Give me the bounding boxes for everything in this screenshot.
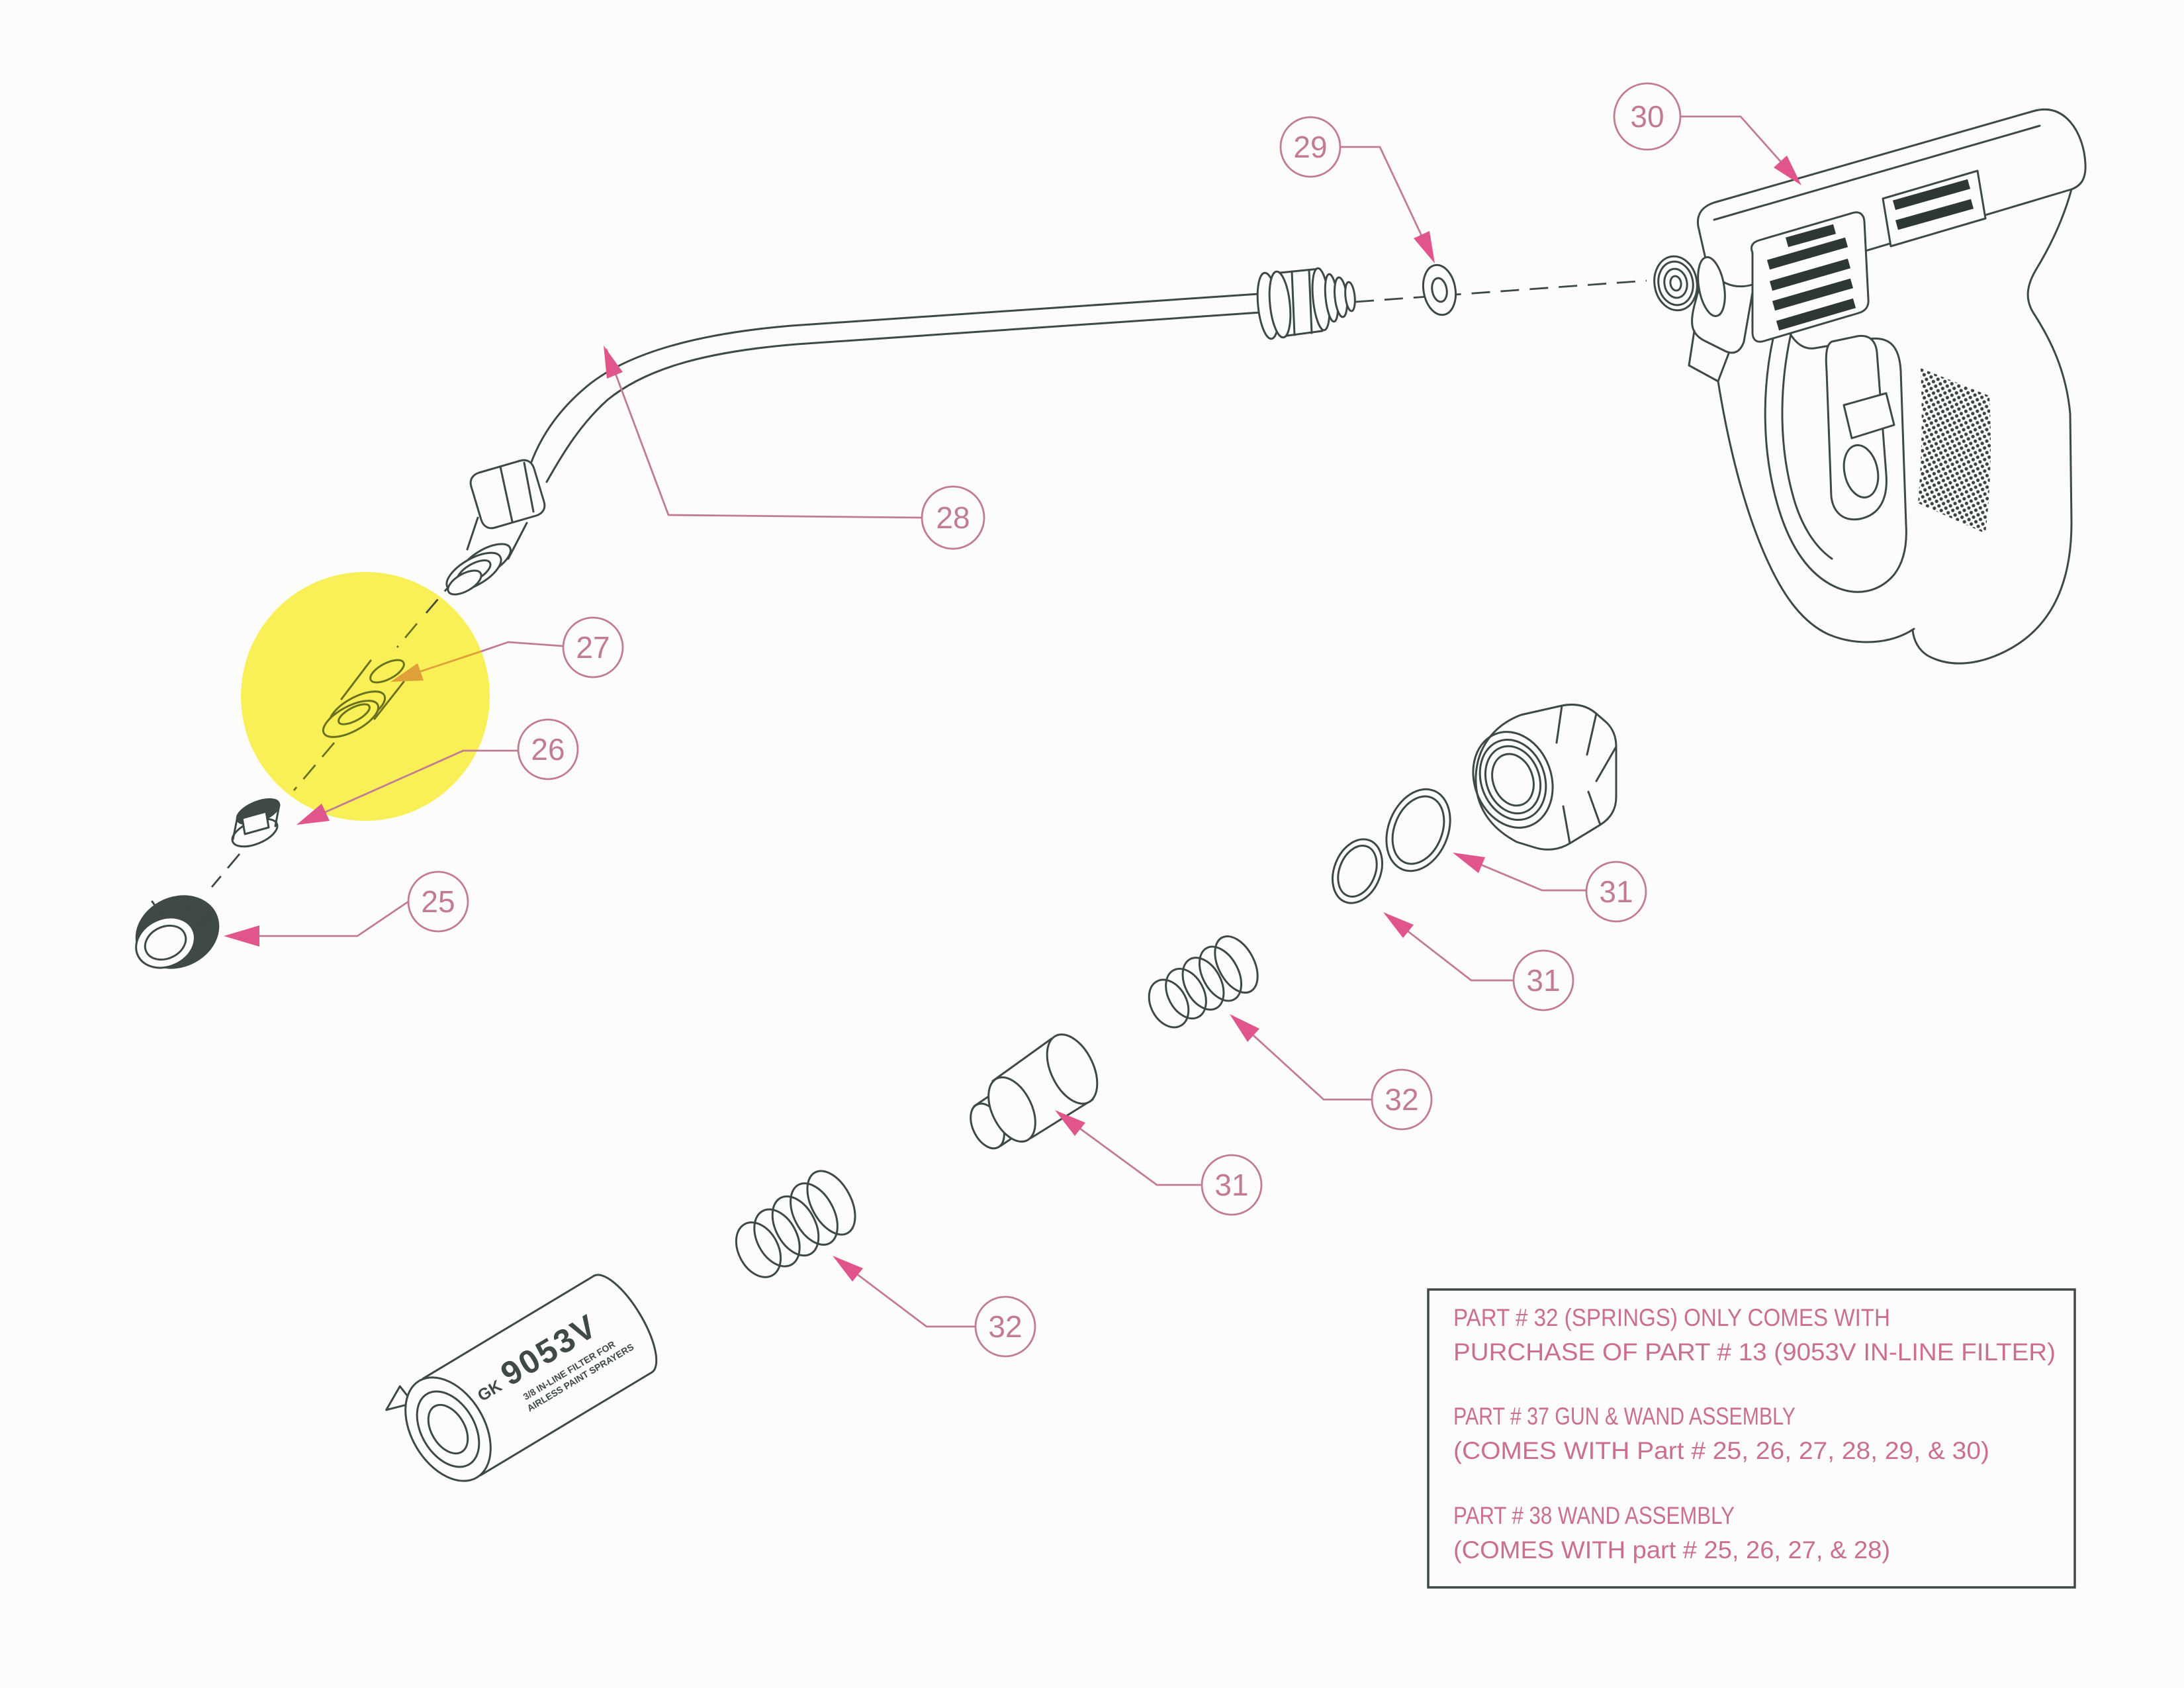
callout-29: 29	[1279, 116, 1435, 263]
part-31-poppet	[970, 1033, 1099, 1150]
note-1-line-1: PART # 32 (SPRINGS) ONLY COMES WITH	[1453, 1304, 1890, 1331]
callout-circle-29	[1279, 116, 1342, 178]
callout-label-32a: 32	[1385, 1082, 1418, 1117]
leader-arrowhead-31c	[1055, 1110, 1085, 1136]
part-32-spring-upper	[1148, 935, 1259, 1029]
part-31-retainer-nut	[1472, 704, 1617, 851]
leader-arrowhead-31a	[1453, 853, 1485, 873]
note-1-line-2: PURCHASE OF PART # 13 (9053V IN-LINE FIL…	[1453, 1338, 2056, 1366]
note-2-line-2: (COMES WITH Part # 25, 26, 27, 28, 29, &…	[1453, 1437, 1989, 1464]
note-3-line-1: PART # 38 WAND ASSEMBLY	[1453, 1502, 1735, 1529]
callout-circle-27	[562, 616, 624, 679]
callout-label-32b: 32	[988, 1309, 1022, 1344]
grip-texture	[1918, 368, 1991, 534]
note-2-line-1: PART # 37 GUN & WAND ASSEMBLY	[1453, 1403, 1796, 1430]
part-25-cap	[135, 895, 220, 969]
leader-arrowhead-30	[1774, 156, 1801, 185]
callout-label-25: 25	[421, 884, 455, 919]
part-29-washer	[1422, 263, 1457, 316]
callout-label-31c: 31	[1214, 1168, 1248, 1202]
note-3-line-2: (COMES WITH part # 25, 26, 27, & 28)	[1453, 1536, 1890, 1564]
notes-box: PART # 32 (SPRINGS) ONLY COMES WITH PURC…	[1427, 1288, 2076, 1589]
part-28-wand-tube	[527, 293, 1261, 483]
callout-label-27: 27	[576, 630, 610, 665]
callout-30: 30	[1613, 82, 1801, 185]
callout-label-31a: 31	[1599, 874, 1633, 909]
callout-circle-25	[407, 870, 469, 933]
callout-circle-31a	[1585, 861, 1647, 923]
callout-25: 25	[224, 870, 469, 947]
leader-arrowhead-28	[604, 346, 623, 379]
part-27-seat	[322, 659, 405, 738]
wand-tip-fitting	[445, 459, 546, 596]
wand-coupling	[1256, 267, 1356, 340]
callout-label-26: 26	[531, 732, 565, 767]
callout-26: 26	[296, 718, 579, 825]
part-26-retainer-nut	[231, 798, 281, 848]
callout-label-29: 29	[1293, 130, 1327, 164]
leader-arrowhead-26	[296, 804, 330, 825]
callout-27: 27	[390, 616, 624, 682]
callout-32-spring-lower: 32	[833, 1256, 1036, 1358]
callout-circle-31b	[1512, 949, 1574, 1011]
callout-31-nut-oring: 31	[1453, 853, 1647, 923]
leader-arrowhead-32b	[833, 1256, 863, 1282]
callout-circle-32a	[1371, 1068, 1433, 1131]
part-31-oring-large	[1385, 788, 1451, 872]
callout-28: 28	[604, 346, 985, 550]
callout-31-oring-small: 31	[1383, 912, 1574, 1011]
callout-label-31b: 31	[1526, 963, 1560, 998]
notes-box-border	[1427, 1288, 2076, 1589]
leader-arrowhead-25	[224, 925, 259, 947]
leader-arrowhead-31b	[1383, 912, 1414, 938]
callout-31-poppet: 31	[1055, 1110, 1263, 1216]
callout-label-30: 30	[1630, 99, 1664, 134]
part-32-spring-lower	[735, 1170, 856, 1278]
part-31-oring-small	[1332, 838, 1383, 904]
part-13-inline-filter: GK 9053V 3/8 IN-LINE FILTER FOR AIRLESS …	[385, 1274, 658, 1482]
callout-circle-28	[921, 485, 985, 550]
leader-arrowhead-27	[390, 663, 424, 682]
callout-circle-30	[1613, 82, 1682, 151]
part-30-spray-gun	[1653, 108, 2087, 665]
callout-circle-31c	[1201, 1154, 1263, 1216]
callout-32-spring-upper: 32	[1230, 1014, 1433, 1131]
callout-label-28: 28	[936, 500, 970, 535]
leader-arrowhead-32a	[1230, 1014, 1259, 1042]
callout-circle-26	[517, 718, 579, 780]
callout-circle-32b	[974, 1295, 1036, 1358]
leader-arrowhead-29	[1414, 231, 1435, 263]
